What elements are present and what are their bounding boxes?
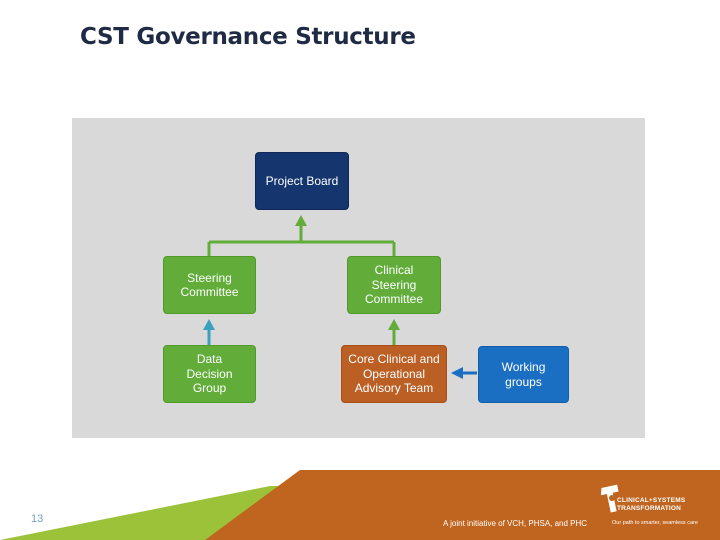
clinical-steering-line1: Clinical	[374, 263, 414, 278]
project-board-box: Project Board	[255, 152, 349, 210]
core-clinical-line3: Advisory Team	[354, 381, 434, 396]
arrowhead-clinical	[388, 319, 400, 330]
logo-line2: TRANSFORMATION	[617, 505, 682, 512]
footer-band	[0, 470, 720, 540]
footer-orange-band	[205, 470, 720, 540]
working-groups-box: Working groups	[478, 346, 569, 403]
steering-committee-line1: Steering	[187, 270, 232, 285]
clinical-steering-line2: Steering	[371, 277, 417, 292]
arrowhead-steering	[203, 319, 215, 330]
project-board-label: Project Board	[265, 173, 339, 188]
working-groups-line2: groups	[505, 374, 542, 389]
joint-initiative-text: A joint initiative of VCH, PHSA, and PHC	[443, 519, 588, 528]
page-title: CST Governance Structure	[80, 24, 416, 50]
core-clinical-advisory-box: Core Clinical and Operational Advisory T…	[341, 345, 447, 403]
clinical-steering-line3: Committee	[364, 292, 423, 307]
steering-committee-box: Steering Committee	[163, 256, 256, 314]
cst-logo-icon	[600, 484, 619, 513]
arrowhead-core	[451, 367, 463, 379]
page-number: 13	[31, 513, 44, 525]
logo-line1: CLINICAL+SYSTEMS	[617, 497, 686, 504]
data-decision-line1: Data	[196, 352, 223, 367]
core-clinical-line2: Operational	[362, 366, 426, 381]
arrowhead-board	[295, 215, 307, 226]
working-groups-line1: Working	[501, 360, 546, 374]
data-decision-line3: Group	[192, 381, 227, 396]
clinical-steering-committee-box: Clinical Steering Committee	[347, 256, 441, 314]
steering-committee-line2: Committee	[180, 285, 239, 299]
core-clinical-line1: Core Clinical and	[348, 352, 440, 367]
data-decision-group-box: Data Decision Group	[163, 345, 256, 403]
data-decision-line2: Decision	[186, 366, 233, 381]
footer-green-stripe	[0, 486, 290, 540]
logo-tagline: Our path to smarter, seamless care	[612, 520, 698, 526]
